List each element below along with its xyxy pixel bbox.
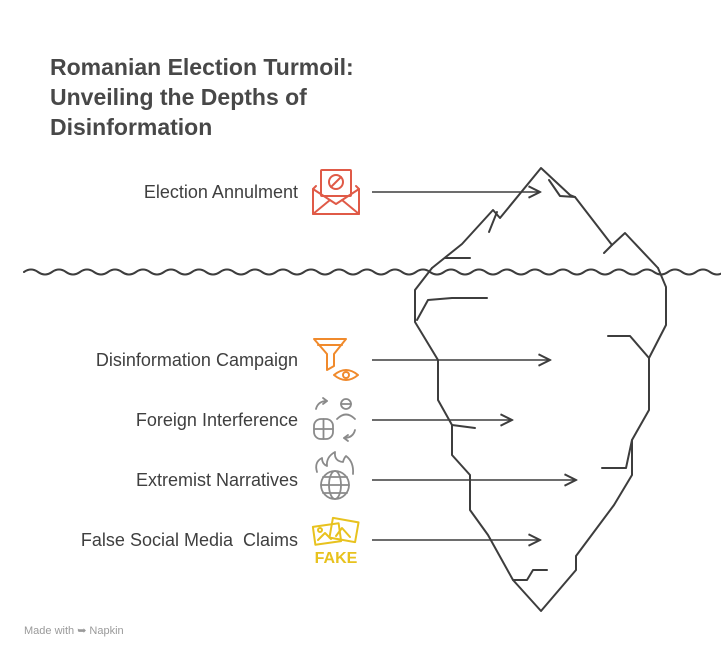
connector-arrows <box>372 192 576 540</box>
envelope-prohibited-icon <box>312 169 360 215</box>
iceberg-body-detail <box>512 569 548 581</box>
fake-photos-icon <box>311 516 360 546</box>
footer-credit: Made with ➥Napkin <box>24 624 124 637</box>
iceberg-body-detail <box>601 439 633 469</box>
iceberg-tip-detail <box>488 211 498 233</box>
napkin-brand: Napkin <box>89 625 124 637</box>
iceberg-body-detail <box>416 297 488 321</box>
label-disinformation-campaign: Disinformation Campaign <box>95 350 298 370</box>
water-line <box>23 268 721 276</box>
iceberg-body-detail <box>607 335 650 359</box>
label-false-social-media-claims: False Social Media Claims <box>80 530 298 550</box>
label-foreign-interference: Foreign Interference <box>135 410 298 430</box>
iceberg <box>414 167 667 612</box>
iceberg-body <box>414 267 667 612</box>
label-extremist-narratives: Extremist Narratives <box>135 470 298 490</box>
diagram-title: Romanian Election Turmoil: Unveiling the… <box>50 54 354 140</box>
iceberg-body-detail <box>451 424 476 429</box>
globe-fire-icon <box>315 451 355 500</box>
iceberg-tip <box>431 167 659 269</box>
iceberg-tip-detail <box>603 244 613 254</box>
napkin-logo-icon: ➥ <box>77 625 87 637</box>
iceberg-tip-detail <box>548 179 576 198</box>
funnel-eye-icon <box>313 338 359 381</box>
label-election-annulment: Election Annulment <box>143 182 298 202</box>
people-exchange-icon <box>313 397 356 442</box>
fake-stamp-text: FAKE <box>315 550 358 567</box>
made-with-text: Made with <box>24 625 75 637</box>
